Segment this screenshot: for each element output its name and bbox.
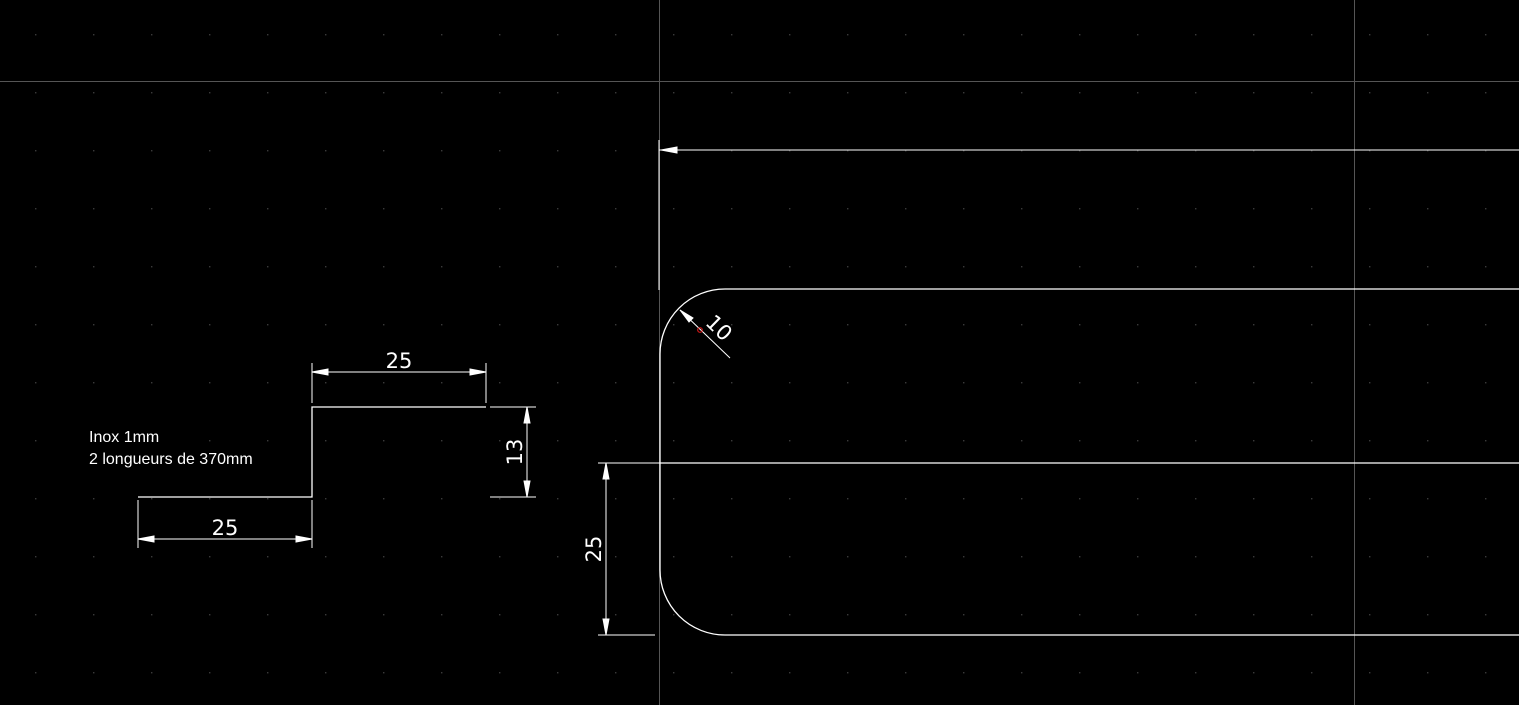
dimension-half-width-label: 25 <box>582 536 606 563</box>
dimension-half-width[interactable] <box>598 462 659 636</box>
dimension-bottom-flange-label: 25 <box>212 516 239 540</box>
fillet-center-marker <box>697 327 703 333</box>
note-quantity: 2 longueurs de 370mm <box>89 451 253 468</box>
part-outline[interactable] <box>659 288 1519 636</box>
dimension-step-height-label: 13 <box>503 439 527 466</box>
note-material: Inox 1mm <box>89 429 159 446</box>
dimension-top-flange[interactable] <box>311 363 487 403</box>
z-profile[interactable] <box>138 406 486 498</box>
dimension-step-height[interactable] <box>490 406 536 498</box>
dimension-top-flange-label: 25 <box>386 349 413 373</box>
dimension-fillet-radius[interactable] <box>679 309 731 359</box>
reference-line-top[interactable] <box>658 140 1519 290</box>
dimension-bottom-flange[interactable] <box>137 500 313 548</box>
